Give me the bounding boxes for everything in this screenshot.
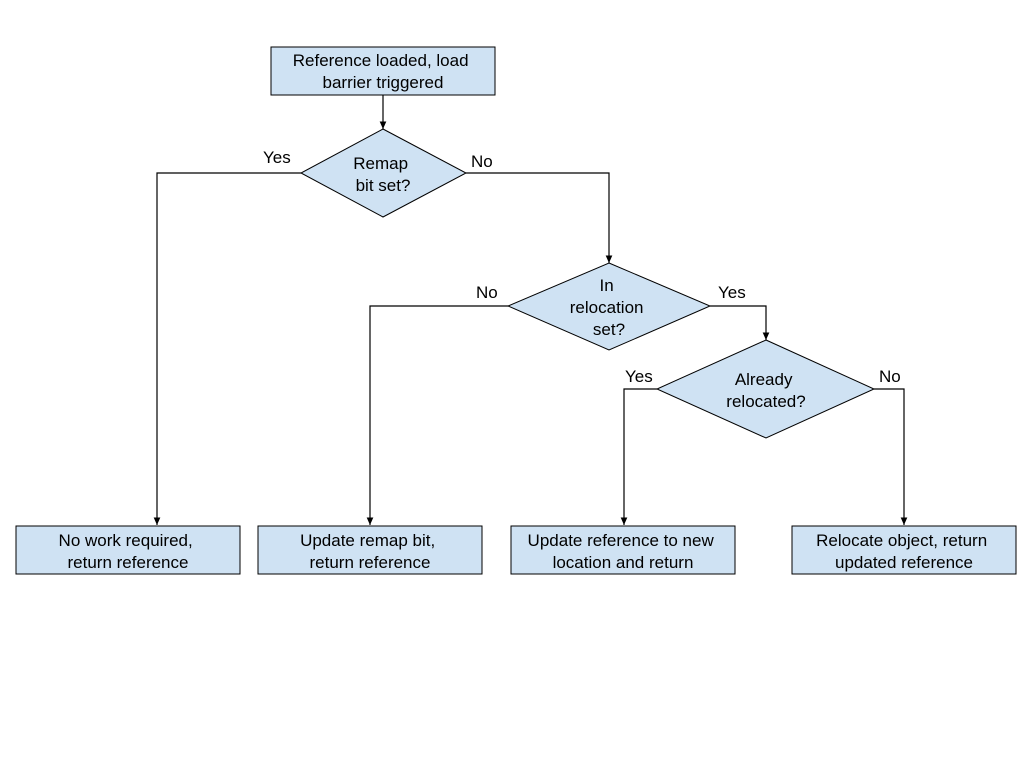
- relocation-no-label: No: [476, 283, 498, 302]
- already-relocated-decision-node: [655, 339, 876, 439]
- relocation-decision-label: In relocation set?: [570, 276, 648, 339]
- edge-remap-yes: [153, 172, 301, 525]
- relocate-object-label: Relocate object, return updated referenc…: [816, 531, 992, 572]
- update-remap-node: [257, 525, 483, 575]
- update-reference-node: [510, 525, 736, 575]
- remap-decision-label: Remap bit set?: [353, 154, 413, 195]
- edge-relocation-no: [366, 305, 508, 525]
- update-reference-label: Update reference to new location and ret…: [528, 531, 719, 572]
- relocation-yes-label: Yes: [718, 283, 746, 302]
- already-no-label: No: [879, 367, 901, 386]
- no-work-label: No work required, return reference: [59, 531, 198, 572]
- update-remap-label: Update remap bit, return reference: [300, 531, 440, 572]
- remap-yes-label: Yes: [263, 148, 291, 167]
- relocate-object-node: [791, 525, 1017, 575]
- start-node-label: Reference loaded, load barrier triggered: [293, 51, 474, 92]
- edge-already-no: [874, 388, 908, 525]
- edge-relocation-yes: [710, 305, 770, 340]
- edge-already-yes: [620, 388, 657, 525]
- already-relocated-decision-label: Already relocated?: [726, 370, 805, 411]
- start-node: [270, 46, 496, 96]
- already-yes-label: Yes: [625, 367, 653, 386]
- remap-no-label: No: [471, 152, 493, 171]
- relocation-decision-node: [506, 262, 712, 351]
- edge-remap-no: [466, 172, 613, 263]
- no-work-node: [15, 525, 241, 575]
- remap-decision-node: [299, 128, 468, 218]
